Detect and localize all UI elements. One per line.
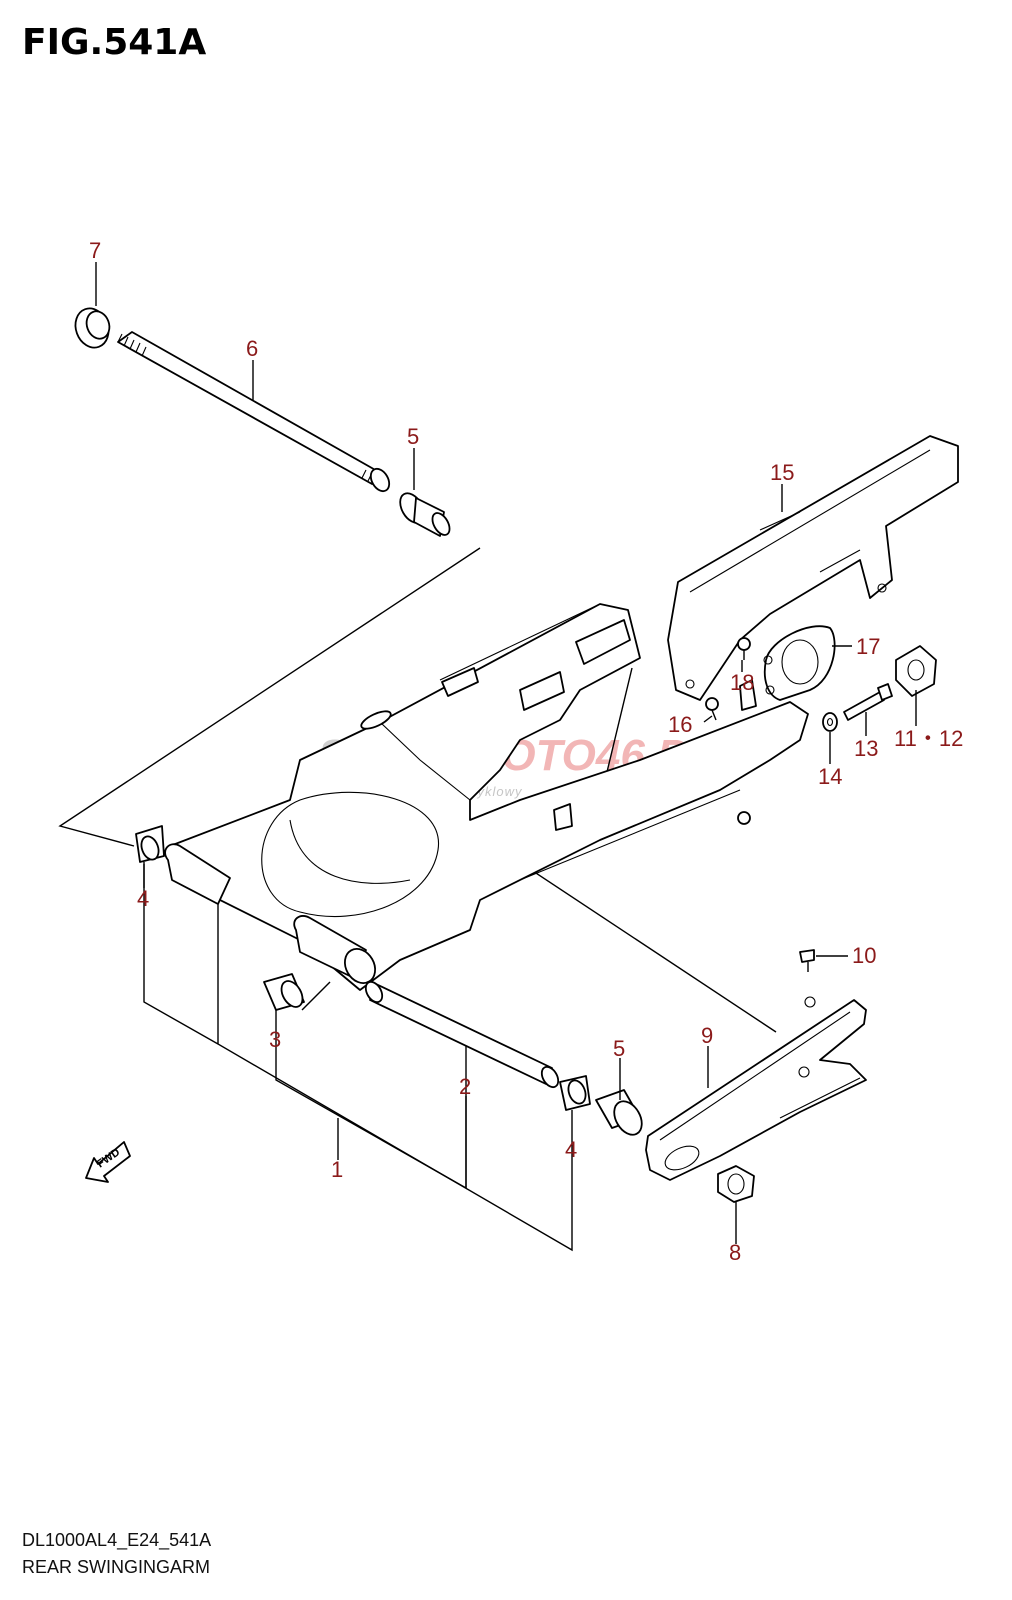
- callout-15: 15: [770, 460, 794, 485]
- callout-2: 2: [459, 1074, 471, 1099]
- washer-part-14: [822, 712, 838, 732]
- callout-6: 6: [246, 336, 258, 361]
- callout-3: 3: [269, 1027, 281, 1052]
- nut-part-8: [717, 1165, 755, 1203]
- nut-block-part-11-12: [895, 645, 937, 697]
- screw-part-18: [737, 637, 751, 660]
- plate-part-17: [763, 625, 836, 701]
- collar-part-5-top: [399, 492, 451, 537]
- bearing-part-3: [263, 973, 305, 1011]
- swingarm-part-1: [164, 603, 809, 991]
- figure-title: FIG.541A: [22, 22, 207, 63]
- fwd-arrow-icon: FWD: [85, 1141, 131, 1183]
- callout-7: 7: [89, 238, 101, 263]
- callout-4-upper: 4: [137, 886, 149, 911]
- callout-17: 17: [856, 634, 880, 659]
- bolt-part-13: [843, 683, 893, 721]
- callout-18: 18: [730, 670, 754, 695]
- bolt-part-10: [799, 949, 815, 972]
- chain-cover-part-15: [667, 435, 959, 701]
- callout-11-12: 11・12: [894, 726, 963, 751]
- pivot-shaft-part-6: [117, 331, 391, 493]
- callout-5-top: 5: [407, 424, 419, 449]
- callout-4-lower: 4: [565, 1137, 577, 1162]
- callout-leader-lines: [95, 262, 917, 1244]
- footer-model-code: DL1000AL4_E24_541A: [22, 1530, 212, 1550]
- callout-14: 14: [818, 764, 842, 789]
- callout-16: 16: [668, 712, 692, 737]
- lock-nut-part-7: [74, 307, 111, 349]
- callout-5-lower: 5: [613, 1036, 625, 1061]
- chain-buffer-part-9: [645, 996, 867, 1181]
- bearing-part-4-left: [135, 825, 165, 863]
- callout-labels: 7 6 5 15 17 18 16 13 11・12 14 4 10 3 9 5…: [89, 238, 963, 1265]
- pipe-part-2: [364, 980, 560, 1089]
- callout-8: 8: [729, 1240, 741, 1265]
- bearing-part-4-lower: [559, 1075, 591, 1111]
- callout-9: 9: [701, 1023, 713, 1048]
- callout-1: 1: [331, 1157, 343, 1182]
- callout-13: 13: [854, 736, 878, 761]
- collar-part-5-lower: [595, 1089, 643, 1136]
- screw-part-16: [705, 697, 719, 721]
- footer-diagram-name: REAR SWINGINGARM: [22, 1557, 211, 1577]
- callout-10: 10: [852, 943, 876, 968]
